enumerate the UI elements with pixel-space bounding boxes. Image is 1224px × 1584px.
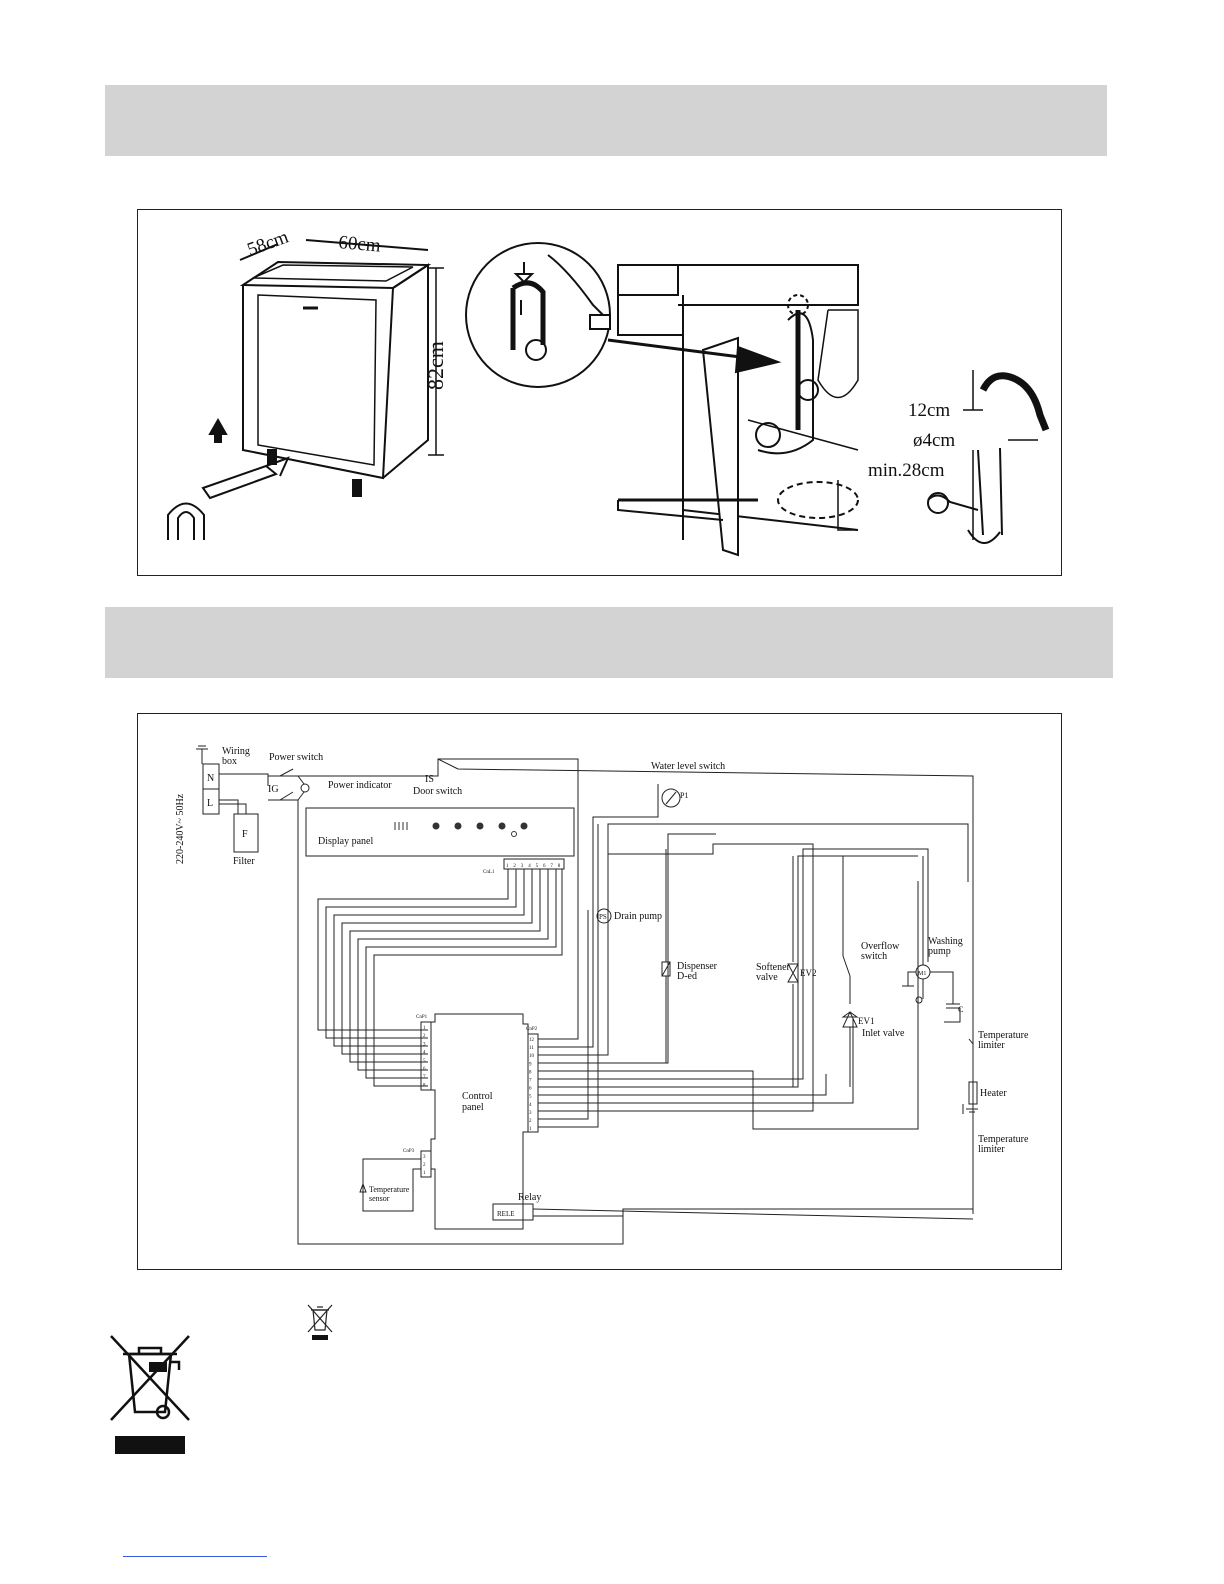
cnp2-pins-pin: 4	[529, 1103, 532, 1108]
drain-diameter: ø4cm	[913, 430, 955, 451]
cnp3-label: CnP3	[403, 1149, 415, 1154]
section-header-installation	[105, 85, 1107, 156]
drain-pump-label: Drain pump	[614, 911, 662, 922]
cnl1-pins-pin: 5	[536, 864, 539, 869]
cnl1-pins-pin: 6	[543, 864, 546, 869]
p1-label: P1	[680, 791, 688, 800]
cnp1-pins-pin: 8	[423, 1083, 426, 1088]
dispenser-label-2: D-ed	[677, 971, 697, 982]
ev2-label: EV2	[800, 968, 817, 978]
cnp2-pins-pin: 10	[529, 1054, 535, 1059]
m1-label: M1	[918, 971, 926, 977]
wiring-diagram: 220-240V~ 50Hz Wiring box N L F Filter P…	[137, 713, 1062, 1270]
small-weee-icon	[307, 1304, 333, 1340]
control-panel-label-1: Control	[462, 1091, 493, 1102]
cnp3-pins-pin: 2	[423, 1163, 426, 1168]
display-button-3	[476, 822, 484, 830]
display-button-5	[520, 822, 528, 830]
door-switch-label: Door switch	[413, 786, 462, 797]
supply-label: 220-240V~ 50Hz	[175, 793, 186, 864]
temperature-limiter-bottom-1: Temperature	[978, 1134, 1029, 1145]
display-button-2	[454, 822, 462, 830]
softener-valve-label-2: valve	[756, 972, 778, 983]
ps-label: PS	[599, 913, 607, 921]
display-panel-label: Display panel	[318, 836, 373, 847]
display-button-4	[498, 822, 506, 830]
drain-min-height: min.28cm	[868, 460, 945, 481]
cnp2-pins-pin: 11	[529, 1046, 534, 1051]
cnp3-pins-pin: 1	[423, 1171, 426, 1176]
capacitor-label: C	[958, 1005, 963, 1014]
cnp2-pins-pin: 12	[529, 1038, 535, 1043]
cnl1-pins-pin: 3	[521, 864, 524, 869]
temperature-limiter-top-2: limiter	[978, 1040, 1005, 1051]
softener-valve-label-1: Softener	[756, 962, 791, 973]
cnp1-pins-pin: 1	[423, 1026, 426, 1031]
cnp2-pins-pin: 9	[529, 1062, 532, 1067]
cnp2-pins-pin: 3	[529, 1111, 532, 1116]
link-underline	[123, 1556, 267, 1557]
terminal-l: L	[207, 798, 213, 809]
temperature-limiter-top-1: Temperature	[978, 1030, 1029, 1041]
height-dimension: 82cm	[423, 341, 448, 390]
ev1-label: EV1	[858, 1016, 875, 1026]
cnl1-pins-pin: 7	[550, 864, 553, 869]
filter-box-label: F	[242, 829, 248, 840]
display-button-1	[432, 822, 440, 830]
cnl1-label: CnL1	[483, 870, 495, 875]
cnl1-pins-pin: 4	[528, 864, 531, 869]
cnp2-label: CnP2	[526, 1027, 538, 1032]
temperature-limiter-bottom-2: limiter	[978, 1144, 1005, 1155]
installation-figure: 58cm 60cm 82cm 12cm ø4cm min.28cm	[137, 209, 1062, 576]
depth-dimension: 58cm	[245, 226, 292, 260]
cnp3-pins-pin: 3	[423, 1155, 426, 1160]
power-indicator-label: Power indicator	[328, 780, 392, 791]
terminal-n: N	[207, 773, 214, 784]
cnp1-label: CnP1	[416, 1015, 428, 1020]
relay-box-label: RELE	[497, 1210, 515, 1218]
section-header-wiring	[105, 607, 1113, 678]
temperature-sensor-label-1: Temperature	[369, 1185, 410, 1194]
water-level-switch-label: Water level switch	[651, 761, 725, 772]
cnp1-pins-pin: 5	[423, 1059, 426, 1064]
door-switch-code: IS	[425, 774, 434, 785]
temperature-sensor-label-2: sensor	[369, 1194, 390, 1203]
program-indicator-icon	[394, 822, 408, 830]
power-switch-label: Power switch	[269, 752, 323, 763]
cnl1-pins-pin: 1	[506, 864, 509, 869]
heater-label: Heater	[980, 1088, 1007, 1099]
weee-icon	[110, 1335, 190, 1454]
display-led	[511, 831, 517, 837]
cnp2-pins-pin: 7	[529, 1079, 532, 1084]
width-dimension: 60cm	[338, 232, 382, 257]
washing-pump-label-1: Washing	[928, 936, 963, 947]
cnp1-pins-pin: 6	[423, 1067, 426, 1072]
cnp2-pins-pin: 6	[529, 1087, 532, 1092]
cnp2-pins-pin: 1	[529, 1127, 532, 1132]
cnp2-pins-pin: 2	[529, 1119, 532, 1124]
relay-label: Relay	[518, 1192, 541, 1203]
wiring-box-label-1: Wiring	[222, 746, 250, 757]
cnp2-pins-pin: 5	[529, 1095, 532, 1100]
cnp1-pins-pin: 3	[423, 1042, 426, 1047]
cnp1-pins-pin: 4	[423, 1051, 426, 1056]
dispenser-label-1: Dispenser	[677, 961, 718, 972]
overflow-switch-label-2: switch	[861, 951, 887, 962]
drain-loop-height: 12cm	[908, 400, 950, 421]
inlet-valve-label: Inlet valve	[862, 1028, 905, 1039]
overflow-switch-label-1: Overflow	[861, 941, 900, 952]
filter-label: Filter	[233, 856, 255, 867]
cnl1-pins-pin: 8	[558, 864, 561, 869]
cnp1-pins-pin: 7	[423, 1075, 426, 1080]
control-panel-label-2: panel	[462, 1102, 484, 1113]
ig-label: IG	[268, 784, 279, 795]
washing-pump-label-2: pump	[928, 946, 951, 957]
wiring-box-label-2: box	[222, 756, 237, 767]
cnp1-pins-pin: 2	[423, 1034, 426, 1039]
cnp2-pins-pin: 8	[529, 1070, 532, 1075]
cnl1-pins-pin: 2	[513, 864, 516, 869]
